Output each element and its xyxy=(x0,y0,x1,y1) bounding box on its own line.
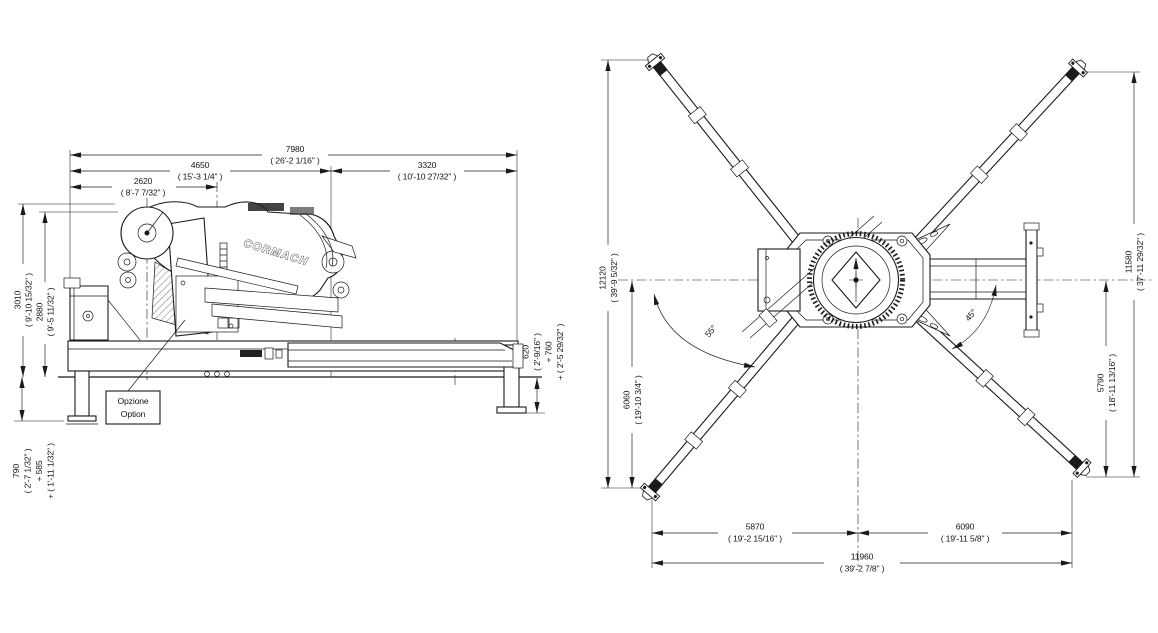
dim-length-front-mm: 2620 xyxy=(134,176,153,186)
dim-length-to-column: 4650 ( 15'-3 1/4" ) xyxy=(70,160,331,182)
dim-span-total-mm: 11960 xyxy=(851,552,874,562)
dim-length-to-column-mm: 4650 xyxy=(191,160,210,170)
option-callout: Opzione Option xyxy=(105,319,186,425)
dim-height-boom-imp: ( 9'-5 11/32" ) xyxy=(46,287,56,336)
dim-stab-right-ext-mm: + 760 xyxy=(544,341,554,362)
dim-spread-left-half: 6060 ( 19'-10 3/4" ) xyxy=(622,281,643,488)
dim-span-right-half-imp: ( 19'-11 5/8" ) xyxy=(941,534,990,544)
dim-spread-right-half-mm: 5790 xyxy=(1096,373,1106,392)
outrigger-arm-upper-left xyxy=(644,52,810,256)
dim-spread-left-half-imp: ( 19'-10 3/4" ) xyxy=(633,375,643,425)
option-label-line1: Opzione xyxy=(118,396,149,406)
dim-spread-right-half-imp: ( 18'-11 13/16" ) xyxy=(1107,354,1117,412)
dim-length-rear-imp: ( 10'-10 27/32" ) xyxy=(398,172,457,182)
dim-stabilizer-drop-left: 790 ( 2'-7 1/32" ) + 585 + ( 1'-11 1/32"… xyxy=(11,377,56,499)
dim-height-boom: 2880 ( 9'-5 11/32" ) xyxy=(35,212,56,377)
dim-span-left-half-imp: ( 19'-2 15/16" ) xyxy=(728,534,782,544)
outrigger-pad-upper-left xyxy=(644,52,668,77)
dim-span-total-imp: ( 39'-2 7/8" ) xyxy=(840,564,885,574)
dim-height-boom-mm: 2880 xyxy=(35,302,45,321)
dim-stab-right-mm: 620 xyxy=(521,345,531,359)
angle-right-label: 45° xyxy=(963,307,979,323)
outrigger-pad-lower-right xyxy=(1068,454,1092,479)
dim-stab-left-ext-mm: + 585 xyxy=(34,460,44,481)
slewing-ring xyxy=(807,231,905,329)
dim-stab-left-mm: 790 xyxy=(11,464,21,478)
dim-overall-length: 7980 ( 26'-2 1/16" ) xyxy=(70,144,517,166)
boom-plan-projection xyxy=(741,215,883,339)
dim-spread-right: 11580 ( 37'-11 29/32" ) xyxy=(1124,72,1145,477)
dim-span-total: 11960 ( 39'-2 7/8" ) xyxy=(652,552,1072,574)
dim-height-overall-mm: 3010 xyxy=(13,290,23,309)
dim-height-overall: 3010 ( 9'-10 15/32" ) xyxy=(13,204,34,377)
dim-spread-right-mm: 11580 xyxy=(1124,250,1134,273)
dim-span-left-half: 5870 ( 19'-2 15/16" ) xyxy=(652,522,858,544)
dim-spread-left-imp: ( 39'-9 5/32" ) xyxy=(609,253,619,303)
outrigger-arm-lower-right xyxy=(904,304,1092,479)
outrigger-pad-upper-right xyxy=(1064,58,1089,82)
dim-span-left-half-mm: 5870 xyxy=(746,522,765,532)
dim-spread-left: 12120 ( 39'-9 5/32" ) xyxy=(598,60,619,488)
dim-stabilizer-drop-right: 620 ( 2'-9/16" ) + 760 + ( 2'-5 29/32" ) xyxy=(521,324,565,413)
dim-length-rear-mm: 3320 xyxy=(418,160,437,170)
dim-spread-left-half-mm: 6060 xyxy=(622,390,632,409)
dim-height-overall-imp: ( 9'-10 15/32" ) xyxy=(24,273,34,327)
dim-overall-length-imp: ( 26'-2 1/16" ) xyxy=(270,156,320,166)
dim-overall-length-mm: 7980 xyxy=(286,144,305,154)
angle-left-label: 55° xyxy=(703,323,719,339)
outrigger-pad-lower-left xyxy=(639,478,663,502)
dim-stab-left-imp: ( 2'-7 1/32" ) xyxy=(23,448,33,493)
dim-length-front-imp: ( 8'-7 7/32" ) xyxy=(121,188,166,198)
dim-length-rear: 3320 ( 10'-10 27/32" ) xyxy=(331,160,517,182)
dim-span-right-half-mm: 6090 xyxy=(956,522,975,532)
dim-stab-right-ext-imp: + ( 2'-5 29/32" ) xyxy=(555,324,565,381)
dim-stab-left-ext-imp: + ( 1'-11 1/32" ) xyxy=(46,443,56,499)
crane-body: CORMACH xyxy=(117,201,357,337)
left-stabilizer xyxy=(63,277,141,425)
extension-beam xyxy=(287,342,524,369)
dim-length-front: 2620 ( 8'-7 7/32" ) xyxy=(70,176,217,198)
top-view: 55° 45° 12120 ( 39'-9 5/32" ) 6060 ( 19'… xyxy=(598,52,1152,574)
outrigger-arm-upper-right xyxy=(904,58,1089,256)
outrigger-arm-lower-left xyxy=(639,304,810,502)
dim-spread-right-imp: ( 37'-11 29/32" ) xyxy=(1135,233,1145,291)
dim-spread-left-mm: 12120 xyxy=(598,266,608,290)
angle-right: 45° xyxy=(951,284,997,350)
angle-left: 55° xyxy=(653,293,756,368)
dim-span-right-half: 6090 ( 19'-11 5/8" ) xyxy=(858,522,1072,544)
dim-stab-right-imp: ( 2'-9/16" ) xyxy=(532,333,542,371)
dim-length-to-column-imp: ( 15'-3 1/4" ) xyxy=(178,172,223,182)
option-label-line2: Option xyxy=(121,409,146,419)
side-view: CORMACH Opzione Option 7980 ( 26'-2 1/16… xyxy=(11,144,565,499)
dim-spread-right-half: 5790 ( 18'-11 13/16" ) xyxy=(1096,281,1117,477)
